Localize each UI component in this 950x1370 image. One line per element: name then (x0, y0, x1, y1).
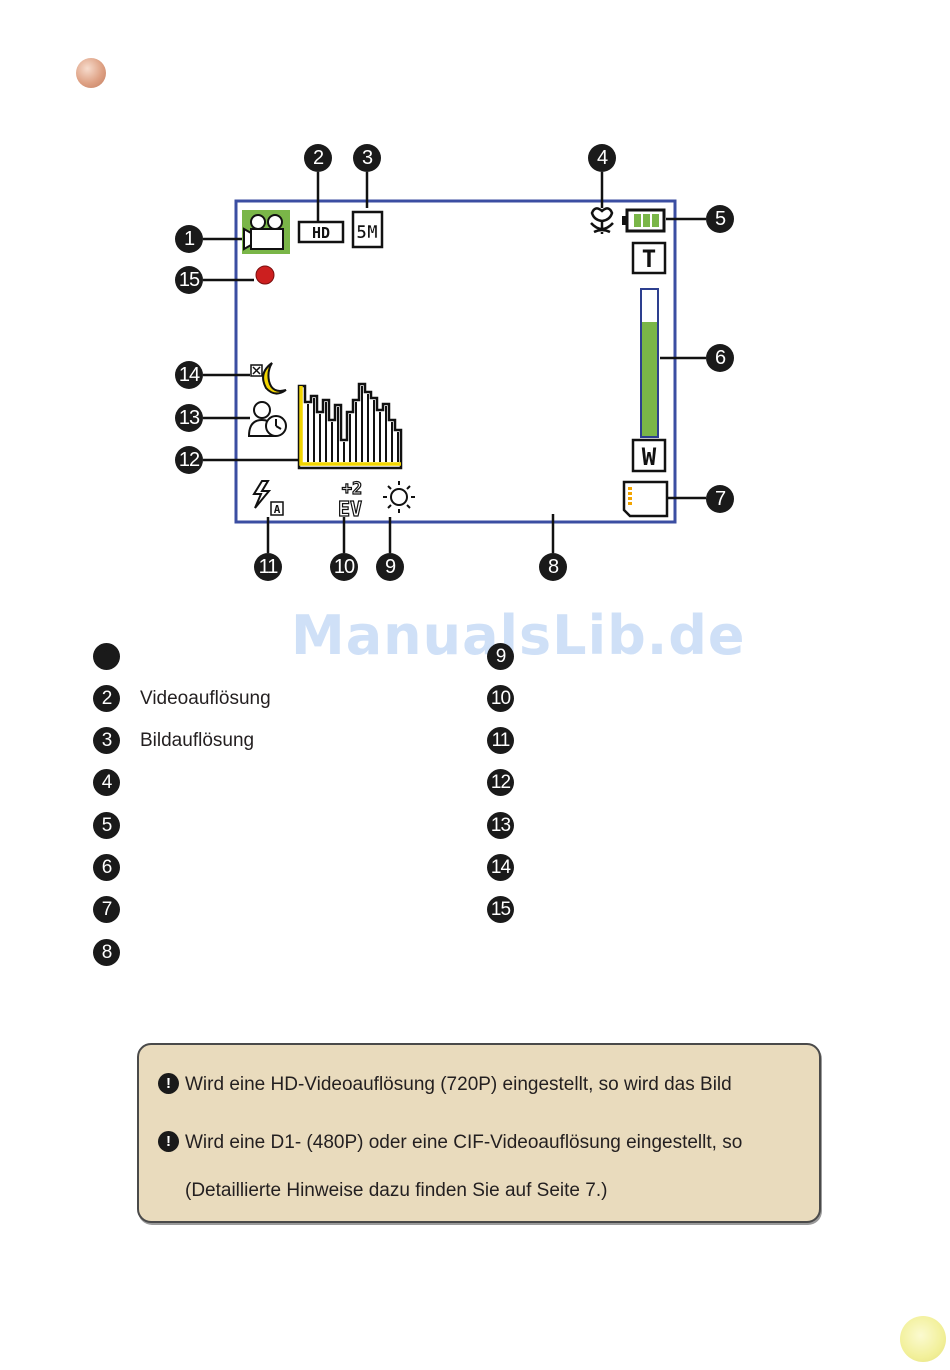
ev-label: EV (338, 497, 362, 521)
callout-7: 7 (706, 485, 734, 513)
page-corner-dot (900, 1316, 946, 1362)
legend-num-14: 14 (487, 854, 514, 881)
callout-13: 13 (175, 404, 203, 432)
legend-num-8: 8 (93, 939, 120, 966)
callout-4: 4 (588, 144, 616, 172)
legend-num-6: 6 (93, 854, 120, 881)
flash-mode-label: A (274, 503, 281, 516)
legend-num-5: 5 (93, 812, 120, 839)
legend-num-7: 7 (93, 896, 120, 923)
callout-11: 11 (254, 553, 282, 581)
callout-1: 1 (175, 225, 203, 253)
callout-15: 15 (175, 266, 203, 294)
note-text-2: Wird eine D1- (480P) oder eine CIF-Video… (185, 1132, 743, 1153)
macro-flower-icon (590, 207, 614, 234)
callout-6: 6 (706, 344, 734, 372)
legend-num-3: 3 (93, 727, 120, 754)
callout-3: 3 (353, 144, 381, 172)
legend-num-15: 15 (487, 896, 514, 923)
white-balance-sun-icon (383, 481, 415, 513)
callout-10: 10 (330, 553, 358, 581)
warning-icon: ! (158, 1131, 179, 1152)
sd-card-icon (622, 480, 669, 518)
night-mode-moon-icon (250, 362, 287, 395)
battery-icon (622, 208, 666, 233)
legend-num-4: 4 (93, 769, 120, 796)
legend-num-10: 10 (487, 685, 514, 712)
note-box: ! Wird eine HD-Videoauflösung (720P) eing… (137, 1043, 821, 1223)
hd-label: HD (312, 224, 330, 242)
zoom-wide-box (631, 438, 667, 473)
decorative-dot-top (76, 58, 106, 88)
warning-icon: ! (158, 1073, 179, 1094)
callout-leader-lines (203, 172, 706, 553)
callout-5: 5 (706, 205, 734, 233)
lcd-diagram: HD 5M T W (203, 172, 706, 553)
watermark: ManualsLib.de (291, 604, 746, 667)
legend-num-1: 1 (93, 643, 120, 670)
callout-8: 8 (539, 553, 567, 581)
zoom-bar-fill (642, 322, 657, 436)
callout-9: 9 (376, 553, 404, 581)
flash-auto-icon: A (252, 480, 284, 516)
hd-resolution-icon: HD (297, 220, 345, 244)
legend-text-3: Bildauflösung (140, 730, 255, 751)
legend-num-2: 2 (93, 685, 120, 712)
legend-num-13: 13 (487, 812, 514, 839)
ev-value: +2 (342, 479, 362, 499)
note-text-3: (Detaillierte Hinweise dazu finden Sie a… (185, 1180, 608, 1201)
note-line-3: (Detaillierte Hinweise dazu finden Sie a… (185, 1180, 607, 1202)
legend-num-11: 11 (487, 727, 514, 754)
lcd-screen-frame (234, 199, 677, 524)
histogram-icon (297, 382, 403, 470)
image-resolution-icon: 5M (351, 210, 384, 249)
zoom-tele-box (631, 241, 667, 275)
zoom-wide-label: W (642, 443, 657, 471)
legend-text-2: Videoauflösung (140, 688, 271, 709)
note-text-1: Wird eine HD-Videoauflösung (720P) einge… (185, 1074, 732, 1095)
note-line-2: ! Wird eine D1- (480P) oder eine CIF-Vide… (158, 1131, 742, 1154)
exposure-value-icon: +2 EV (337, 478, 362, 521)
callout-12: 12 (175, 446, 203, 474)
video-camera-icon (242, 210, 290, 254)
callout-2: 2 (304, 144, 332, 172)
record-indicator-icon (255, 265, 275, 285)
zoom-indicator: T W (631, 241, 667, 473)
note-line-1: ! Wird eine HD-Videoauflösung (720P) eing… (158, 1073, 732, 1096)
legend-num-9: 9 (487, 643, 514, 670)
self-timer-icon (247, 401, 287, 437)
legend-num-12: 12 (487, 769, 514, 796)
callout-14: 14 (175, 361, 203, 389)
zoom-tele-label: T (642, 245, 656, 273)
resolution-label: 5M (356, 222, 378, 243)
